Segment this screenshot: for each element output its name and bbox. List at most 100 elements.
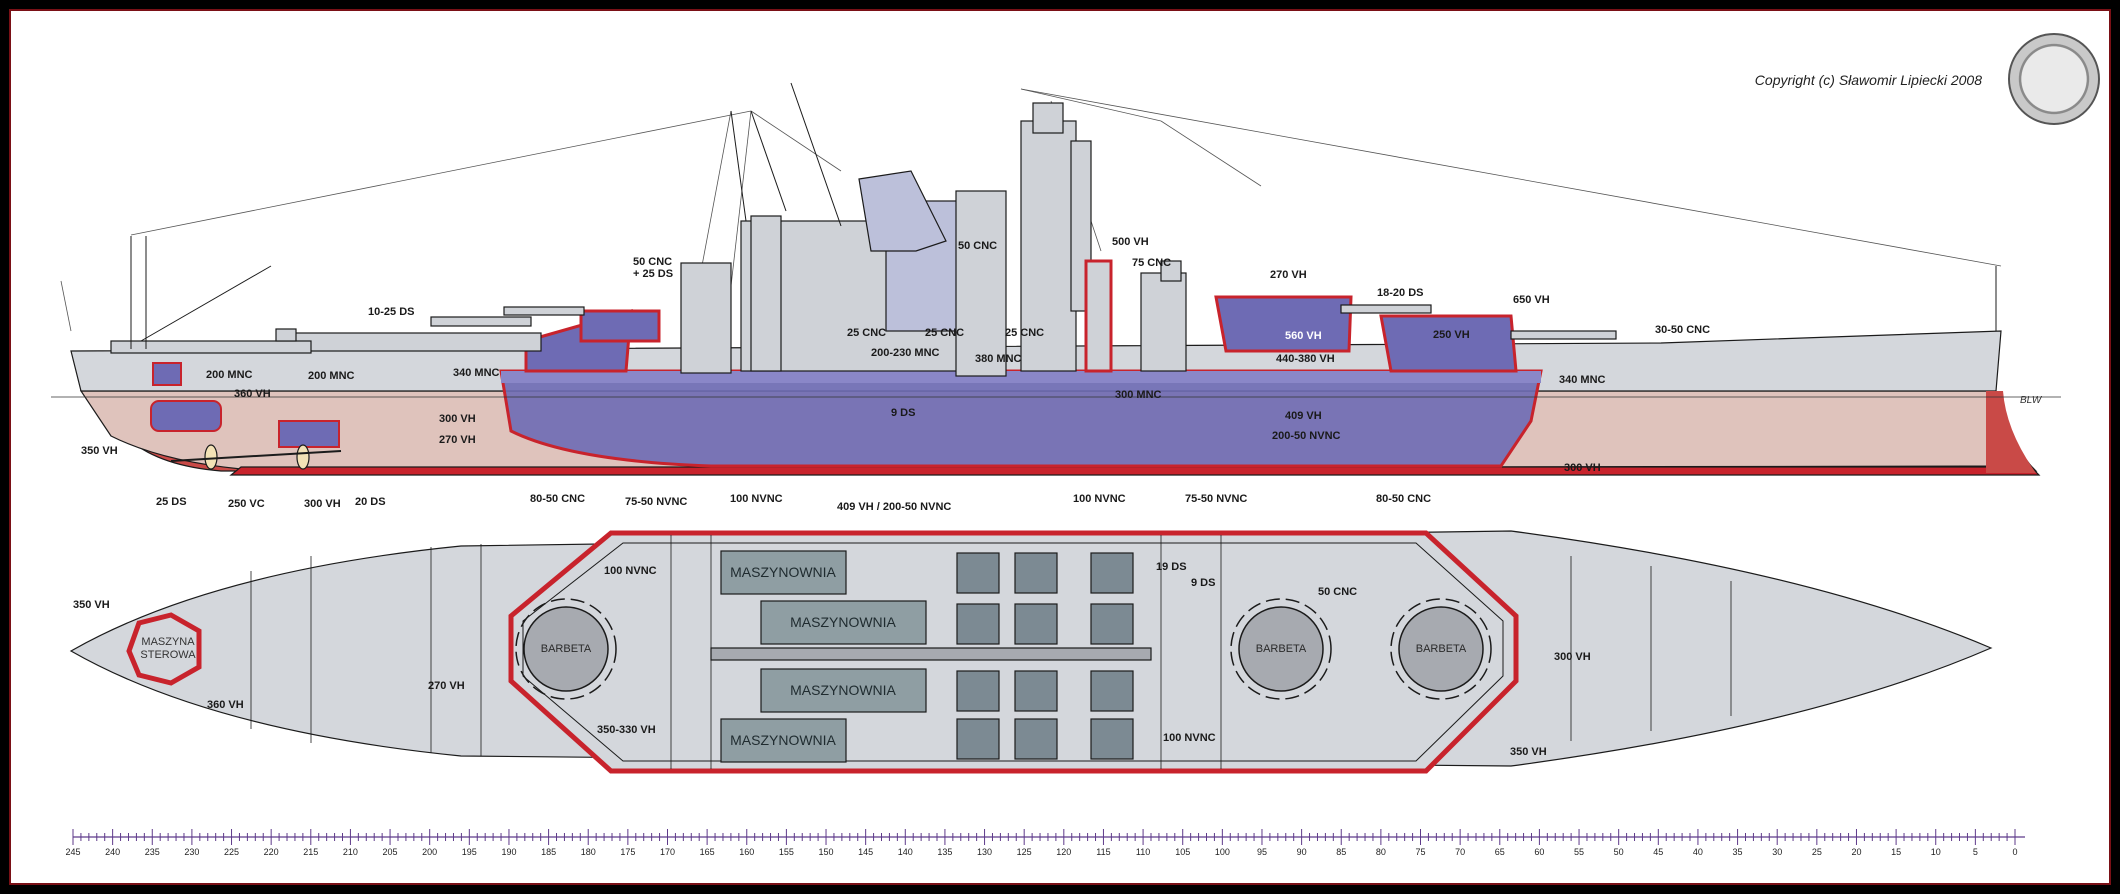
barbeta-aft-circle (523, 606, 609, 692)
scale-tick-label: 225 (224, 847, 240, 857)
deck-plan (69, 530, 1993, 774)
label-25-cnc-2: 25 CNC (925, 327, 965, 339)
label-10-25-ds: 10-25 DS (368, 306, 415, 318)
label-350-vh-profile: 350 VH (81, 445, 118, 457)
masts (130, 82, 1997, 349)
scale-tick-label: 145 (858, 847, 874, 857)
scale-tick-label: 75 (1415, 847, 1426, 857)
funnel (858, 170, 947, 252)
scale-tick-label: 20 (1851, 847, 1862, 857)
label-350-330-vh: 350-330 VH (597, 724, 656, 736)
scale-ticks (72, 829, 2016, 845)
scale-tick-label: 30 (1772, 847, 1783, 857)
engine-room-1-label: MASZYNOWNIA (730, 564, 836, 580)
label-409-vh: 409 VH (1285, 410, 1322, 422)
keel-stripe (229, 466, 2041, 476)
superstructure (110, 102, 1187, 377)
label-9-ds: 9 DS (891, 407, 916, 419)
scale-tick-label: 65 (1494, 847, 1505, 857)
barbeta-fwd2-label: BARBETA (1415, 643, 1467, 655)
copyright-text: Copyright (c) Sławomir Lipiecki 2008 (1754, 72, 1982, 88)
scale-tick-label: 15 (1891, 847, 1902, 857)
label-50cnc-25ds: 50 CNC + 25 DS (633, 256, 674, 280)
scale-tick-label: 160 (739, 847, 755, 857)
label-80-50-cnc-l: 80-50 CNC (530, 493, 586, 505)
label-19-ds: 19 DS (1156, 561, 1187, 573)
label-650-vh: 650 VH (1513, 294, 1550, 306)
scale-tick-label: 210 (342, 847, 358, 857)
scale-tick-label: 240 (105, 847, 121, 857)
scale-tick-label: 60 (1534, 847, 1545, 857)
scale-tick-label: 235 (144, 847, 160, 857)
label-250-vc: 250 VC (228, 498, 265, 510)
label-500-vh: 500 VH (1112, 236, 1149, 248)
citadel-upper (501, 371, 1541, 383)
label-200-50-nvnc: 200-50 NVNC (1272, 430, 1341, 442)
scale-tick-label: 0 (2012, 847, 2018, 857)
scale-tick-label: 50 (1613, 847, 1624, 857)
label-340-mnc-r: 340 MNC (1559, 374, 1606, 386)
label-200-mnc-b: 200 MNC (308, 370, 355, 382)
scale-tick-label: 180 (580, 847, 596, 857)
label-30-50-cnc: 30-50 CNC (1655, 324, 1711, 336)
label-75-50-nvnc-r: 75-50 NVNC (1185, 493, 1248, 505)
label-270-vh-l: 270 VH (439, 434, 476, 446)
scale-tick-label: 195 (461, 847, 477, 857)
scale-tick-label: 5 (1972, 847, 1978, 857)
label-80-50-cnc-r: 80-50 CNC (1376, 493, 1432, 505)
label-50-cnc-top: 50 CNC (958, 240, 998, 252)
scale-tick-label: 45 (1653, 847, 1664, 857)
scale-tick-label: 185 (541, 847, 557, 857)
scale-tick-label: 95 (1256, 847, 1267, 857)
scale-tick-label: 35 (1732, 847, 1743, 857)
label-270-vh-top: 270 VH (1270, 269, 1307, 281)
label-360-vh: 360 VH (234, 388, 271, 400)
label-250-vh: 250 VH (1433, 329, 1470, 341)
scale-tick-label: 190 (501, 847, 517, 857)
label-25-cnc-1: 25 CNC (847, 327, 887, 339)
label-340-mnc-l: 340 MNC (453, 367, 500, 379)
label-300-vh-bottom: 300 VH (304, 498, 341, 510)
label-18-20-ds: 18-20 DS (1377, 287, 1424, 299)
label-300-vh-plan: 300 VH (1554, 651, 1591, 663)
scale-tick-label: 135 (937, 847, 953, 857)
battleship-drawing (51, 82, 2061, 845)
scale-tick-label: 125 (1016, 847, 1032, 857)
turret-aft-high (503, 306, 661, 343)
turret-fwd-high (1214, 295, 1432, 353)
scale-tick-label: 205 (382, 847, 398, 857)
engine-rooms (720, 550, 927, 763)
barbeta-fwd2-circle (1398, 606, 1484, 692)
scale-tick-label: 175 (620, 847, 636, 857)
rigging (60, 88, 2002, 332)
scale-tick-label: 55 (1574, 847, 1585, 857)
label-350-vh-plan-r: 350 VH (1510, 746, 1547, 758)
label-100-nvnc-top: 100 NVNC (604, 565, 657, 577)
scale-tick-label: 200 (422, 847, 438, 857)
label-300-vh-l: 300 VH (439, 413, 476, 425)
label-9-ds-plan: 9 DS (1191, 577, 1216, 589)
scale-tick-label: 215 (303, 847, 319, 857)
scale-tick-label: 130 (977, 847, 993, 857)
label-270-vh-plan: 270 VH (428, 680, 465, 692)
aft-steering-box (150, 400, 222, 432)
scale-tick-label: 170 (659, 847, 675, 857)
label-560-vh: 560 VH (1285, 330, 1322, 342)
scale-tick-label: 80 (1375, 847, 1386, 857)
label-100-nvnc-r: 100 NVNC (1073, 493, 1126, 505)
label-75-cnc: 75 CNC (1132, 257, 1172, 269)
steering-room (126, 612, 202, 686)
propellers (204, 444, 310, 470)
engine-room-2-label: MASZYNOWNIA (790, 614, 896, 630)
scale-tick-label: 155 (778, 847, 794, 857)
label-440-380-vh: 440-380 VH (1276, 353, 1335, 365)
scale-tick-label: 85 (1336, 847, 1347, 857)
label-300-vh-r: 300 VH (1564, 462, 1601, 474)
label-200-230-mnc: 200-230 MNC (871, 347, 940, 359)
label-100-nvnc-l: 100 NVNC (730, 493, 783, 505)
scale-tick-label: 230 (184, 847, 200, 857)
scale-tick-label: 220 (263, 847, 279, 857)
label-50-cnc-plan: 50 CNC (1318, 586, 1358, 598)
scale-tick-label: 245 (65, 847, 81, 857)
scale-tick-label: 10 (1930, 847, 1941, 857)
